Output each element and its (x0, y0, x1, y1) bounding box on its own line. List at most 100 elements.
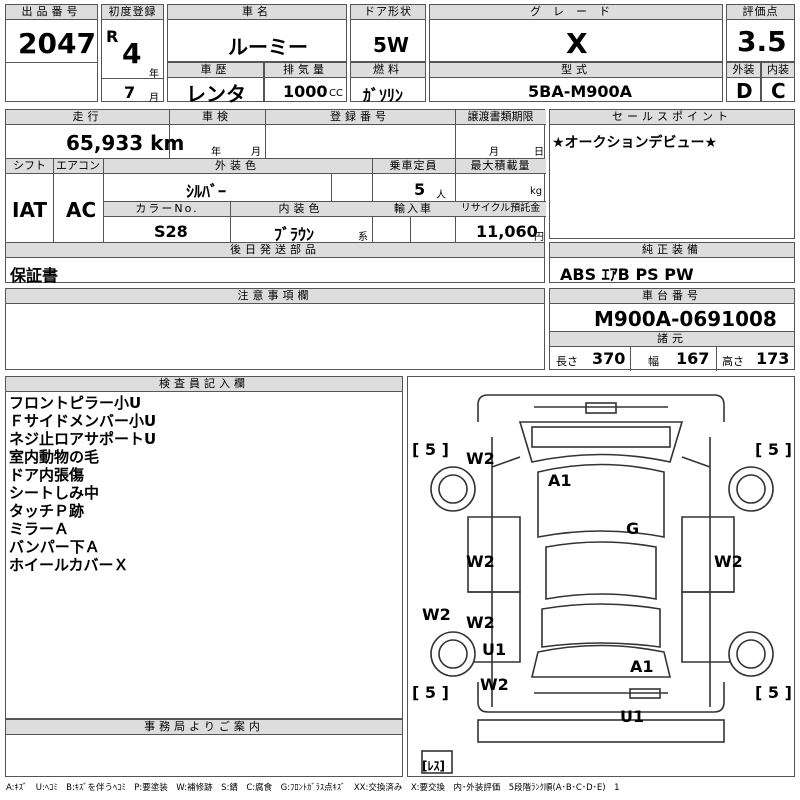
score-label: 評価点 (727, 5, 794, 20)
score: 3.5 (737, 25, 787, 58)
reg-number-label: 登録番号 (265, 110, 455, 125)
ac-label: エアコン (53, 159, 103, 174)
air-conditioner: AC (66, 198, 97, 222)
registration-month: 7 (124, 83, 136, 102)
roof-shape (545, 541, 657, 600)
score-cell: 評価点 3.5 (726, 4, 795, 62)
lot-number: 2047 (18, 27, 96, 60)
fuel: ｶﾞｿﾘﾝ (363, 86, 404, 105)
spare-tire-box (421, 750, 453, 774)
rear-bumper-shape (477, 682, 725, 713)
interior-color-label: 内装色 (230, 202, 372, 217)
remark-item: ホイールカバーＸ (9, 556, 129, 574)
lot-number-label: 出品番号 (6, 5, 97, 20)
load-unit: kg (530, 186, 543, 197)
remark-item: ミラーＡ (9, 520, 70, 538)
damage-code: A1 (548, 471, 572, 490)
interior-color-suffix: 系 (358, 232, 368, 243)
length: 370 (592, 349, 626, 368)
first-registration-cell: 初度登録 R 4 年 7 月 (101, 4, 164, 104)
year-unit: 年 (149, 69, 159, 80)
chassis-number: M900A-0691008 (594, 307, 777, 331)
damage-code: U1 (620, 707, 645, 726)
fuel-label: 燃料 (351, 63, 425, 78)
displacement-cell: 排気量 1000 CC (264, 62, 347, 102)
recycle-deposit: 11,060 (476, 222, 538, 241)
displacement-label: 排気量 (265, 63, 346, 78)
office-notice-label: 事務局よりご案内 (6, 720, 402, 735)
later-parts: 保証書 (10, 266, 59, 285)
caution-label: 注意事項欄 (6, 289, 544, 304)
inspector-remarks: フロントピラー小U Ｆサイドメンバー小U ネジ止ロアサポートU 室内動物の毛 ド… (9, 394, 156, 574)
interior-label: 内装 (762, 63, 794, 78)
remark-item: ドア内張傷 (9, 466, 85, 484)
history-label: 車歴 (168, 63, 263, 78)
remark-item: タッチＰ跡 (9, 502, 85, 520)
damage-code: W2 (480, 675, 509, 694)
caution-cell: 注意事項欄 (5, 288, 545, 370)
recycle-unit: 円 (534, 232, 544, 243)
exterior-color: ｼﾙﾊﾞｰ (186, 182, 227, 201)
interior-score-cell: 内装 C (761, 62, 795, 103)
fuel-cell: 燃料 ｶﾞｿﾘﾝ (350, 62, 426, 105)
width: 167 (676, 349, 710, 368)
exterior-label: 外装 (727, 63, 760, 78)
color-number: S28 (154, 222, 188, 241)
first-registration-label: 初度登録 (102, 5, 163, 20)
grade-label: グレード (430, 5, 722, 20)
selling-points-label: セールスポイント (550, 110, 794, 125)
displacement: 1000 (283, 82, 328, 101)
selling-points-cell: セールスポイント ★オークションデビュー★ (549, 109, 795, 239)
car-name-cell: 車名 ルーミー (167, 4, 347, 62)
chassis-label: 車台番号 (550, 289, 794, 304)
capacity-label: 乗車定員 (372, 159, 455, 174)
damage-code: W2 (466, 449, 495, 468)
damage-code-legend: A:ｷｽﾞ U:ﾍｺﾐ B:ｷｽﾞを伴うﾍｺﾐ P:要塗装 W:補修跡 S:錆 … (6, 783, 620, 793)
later-parts-label: 後日発送部品 (6, 243, 544, 258)
transfer-docs-label: 譲渡書類期限 (455, 110, 546, 125)
import-label: 輸入車 (372, 202, 455, 217)
interior-score: C (771, 79, 786, 103)
transfer-day-unit: 日 (534, 147, 544, 158)
inspector-cell: 検査員記入欄 フロントピラー小U Ｆサイドメンバー小U ネジ止ロアサポートU 室… (5, 376, 403, 719)
mileage: 65,933 km (66, 131, 185, 155)
model: 5BA-M900A (528, 82, 633, 101)
era: R (106, 27, 119, 46)
width-label: 幅 (648, 355, 659, 368)
capacity-unit: 人 (436, 190, 446, 201)
car-name-label: 車名 (168, 5, 346, 20)
damage-code: W2 (714, 552, 743, 571)
history-cell: 車歴 レンタ (167, 62, 264, 106)
damage-code: U1 (482, 640, 507, 659)
capacity: 5 (414, 180, 426, 199)
car-outline-drawing (421, 394, 774, 774)
damage-diagram: [ 5 ] [ 5 ] [ 5 ] [ 5 ] [ﾚｽ] W2 A1 G W2 … (407, 376, 795, 777)
remark-item: バンパー下Ａ (9, 538, 100, 556)
spec-label: 諸元 (550, 331, 794, 347)
equipment-text: ABS ｴｱB PS PW (560, 265, 694, 284)
shift-label: シフト (6, 159, 53, 174)
transfer-month-unit: 月 (489, 147, 499, 158)
month-unit: 月 (149, 93, 159, 104)
tire-mark-rear-right: [ 5 ] (755, 683, 792, 702)
damage-code: W2 (466, 613, 495, 632)
model-cell: 型式 5BA-M900A (429, 62, 723, 102)
inspection-label: 車検 (169, 110, 265, 125)
inspection-year-unit: 年 (211, 147, 221, 158)
vehicle-info-block: 走行 車検 登録番号 譲渡書類期限 65,933 km 年 月 月 日 シフト … (5, 109, 546, 285)
rear-glass-shape (541, 603, 661, 648)
remark-item: 室内動物の毛 (9, 448, 100, 466)
door-cell: ドア形状 5W (350, 4, 426, 62)
shift: IAT (12, 198, 48, 222)
selling-points-text: ★オークションデビュー★ (552, 135, 718, 151)
cc-unit: CC (329, 88, 343, 99)
door-type: 5W (373, 33, 409, 57)
equipment-label: 純正装備 (550, 243, 794, 258)
chassis-cell: 車台番号 M900A-0691008 諸元 長さ 370 幅 167 高さ 17… (549, 288, 795, 371)
exterior-score: D (736, 79, 753, 103)
height-label: 高さ (722, 355, 744, 368)
lot-number-cell: 出品番号 2047 (5, 4, 98, 102)
remark-item: Ｆサイドメンバー小U (9, 412, 157, 430)
damage-code: A1 (630, 657, 654, 676)
